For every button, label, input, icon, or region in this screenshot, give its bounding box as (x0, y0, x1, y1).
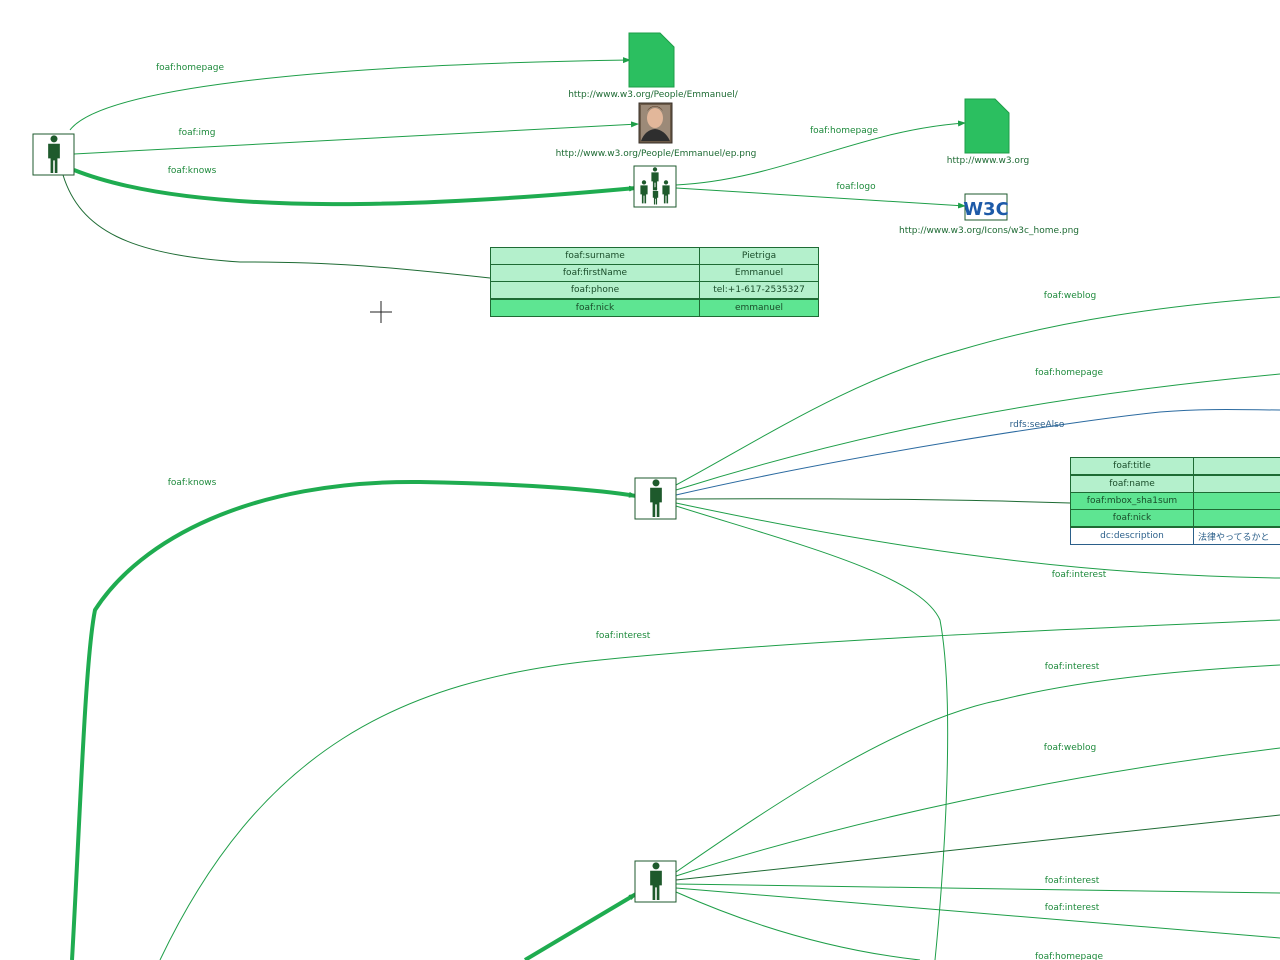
edge-label-interest-3: foaf:interest (1045, 662, 1100, 672)
edge-label-knows-1: foaf:knows (168, 166, 217, 176)
edge-label-interest-1: foaf:interest (1052, 570, 1107, 580)
table-cell-value: Emmanuel (699, 264, 819, 282)
table-cell-value: Pietriga (699, 247, 819, 265)
uri-label-emmanuel-img[interactable]: http://www.w3.org/People/Emmanuel/ep.png (556, 149, 757, 159)
document-icon (628, 32, 675, 88)
edge-to-table-person2[interactable] (675, 498, 1071, 504)
table-cell-value: emmanuel (699, 298, 819, 317)
edge-label-img: foaf:img (178, 128, 215, 138)
edge-knows-1[interactable] (73, 168, 637, 207)
edge-label-homepage-1: foaf:homepage (156, 63, 225, 73)
edge-interest-5[interactable] (675, 887, 1280, 939)
edge-homepage-w3[interactable] (675, 120, 966, 186)
table-cell-value: c (1193, 492, 1280, 510)
logo-node-w3c[interactable]: W3C (963, 193, 1009, 221)
w3c-logo-text: W3C (963, 199, 1009, 220)
edge-label-weblog-1: foaf:weblog (1044, 291, 1096, 301)
table-cell-prop: foaf:title (1070, 457, 1194, 476)
edge-to-table-emmanuel[interactable] (62, 174, 491, 279)
photo-node-emmanuel[interactable] (638, 102, 673, 144)
property-table-emmanuel[interactable]: foaf:surname Pietriga foaf:firstName Emm… (490, 247, 819, 317)
edge-interest-2[interactable] (159, 619, 1280, 960)
table-cell-prop: foaf:phone (490, 281, 700, 300)
edge-label-homepage-4: foaf:homepage (1035, 952, 1104, 960)
property-table-person2[interactable]: foaf:title foaf:name foaf:mbox_sha1sum c… (1070, 457, 1280, 545)
table-cell-value (1193, 509, 1280, 528)
uri-label-w3-homepage[interactable]: http://www.w3.org (947, 156, 1029, 166)
table-row[interactable]: foaf:phone tel:+1-617-2535327 (490, 281, 819, 300)
edge-knows-3[interactable] (523, 892, 638, 960)
property-table-person2-clip: foaf:title foaf:name foaf:mbox_sha1sum c… (1070, 457, 1280, 547)
edge-logo[interactable] (675, 187, 966, 209)
table-cell-prop: foaf:name (1070, 474, 1194, 493)
table-row[interactable]: foaf:name (1070, 474, 1280, 493)
table-row[interactable]: foaf:title (1070, 457, 1280, 476)
edge-knows-2[interactable] (70, 479, 637, 960)
table-row[interactable]: foaf:mbox_sha1sum c (1070, 492, 1280, 510)
table-cell-prop: dc:description (1070, 526, 1194, 545)
edge-label-interest-2: foaf:interest (596, 631, 651, 641)
table-cell-prop: foaf:firstName (490, 264, 700, 282)
edge-label-interest-5: foaf:interest (1045, 903, 1100, 913)
face-photo-icon (647, 108, 663, 128)
table-row[interactable]: dc:description 法律やってるかと (1070, 526, 1280, 545)
table-cell-prop: foaf:surname (490, 247, 700, 265)
uri-label-emmanuel-homepage[interactable]: http://www.w3.org/People/Emmanuel/ (568, 90, 739, 100)
edge-label-see-also: rdfs:seeAlso (1010, 420, 1065, 430)
edge-homepage-emmanuel[interactable] (69, 57, 631, 131)
edge-see-also[interactable] (675, 409, 1280, 496)
table-row[interactable]: foaf:surname Pietriga (490, 247, 819, 265)
edge-label-knows-2: foaf:knows (168, 478, 217, 488)
table-cell-value (1193, 457, 1280, 476)
edge-weblog-1[interactable] (675, 296, 1280, 486)
edge-interest-4[interactable] (675, 883, 1280, 894)
group-node-w3c[interactable] (633, 165, 677, 208)
edge-label-weblog-2: foaf:weblog (1044, 743, 1096, 753)
person-node-3[interactable] (634, 860, 677, 903)
edge-label-logo: foaf:logo (836, 182, 876, 192)
person-node-2[interactable] (634, 477, 677, 520)
document-node-emmanuel-homepage[interactable] (628, 32, 675, 88)
edge-label-homepage-3: foaf:homepage (1035, 368, 1104, 378)
document-icon (964, 98, 1010, 154)
edge-homepage-4[interactable] (675, 891, 921, 960)
table-cell-prop: foaf:nick (490, 298, 700, 317)
table-cell-value (1193, 474, 1280, 493)
table-cell-prop: foaf:mbox_sha1sum (1070, 492, 1194, 510)
table-cell-value: 法律やってるかと (1193, 526, 1280, 545)
table-row[interactable]: foaf:firstName Emmanuel (490, 264, 819, 282)
table-row[interactable]: foaf:nick (1070, 509, 1280, 528)
table-row[interactable]: foaf:nick emmanuel (490, 298, 819, 317)
table-cell-value: tel:+1-617-2535327 (699, 281, 819, 300)
uri-label-w3-logo[interactable]: http://www.w3.org/Icons/w3c_home.png (899, 226, 1079, 236)
edge-homepage-3[interactable] (675, 373, 1280, 491)
edge-label-interest-4: foaf:interest (1045, 876, 1100, 886)
table-cell-prop: foaf:nick (1070, 509, 1194, 528)
edge-label-homepage-2: foaf:homepage (810, 126, 879, 136)
edge-interest-3[interactable] (675, 664, 1280, 873)
edge-weblog-2[interactable] (675, 747, 1280, 877)
edge-down-long[interactable] (675, 505, 949, 960)
edge-interest-1[interactable] (675, 502, 1280, 579)
person-node-emmanuel[interactable] (32, 133, 75, 176)
document-node-w3-homepage[interactable] (964, 98, 1010, 154)
edge-to-right-1[interactable] (675, 814, 1280, 881)
crosshair-cursor-icon (370, 301, 392, 323)
edge-img[interactable] (73, 121, 639, 155)
